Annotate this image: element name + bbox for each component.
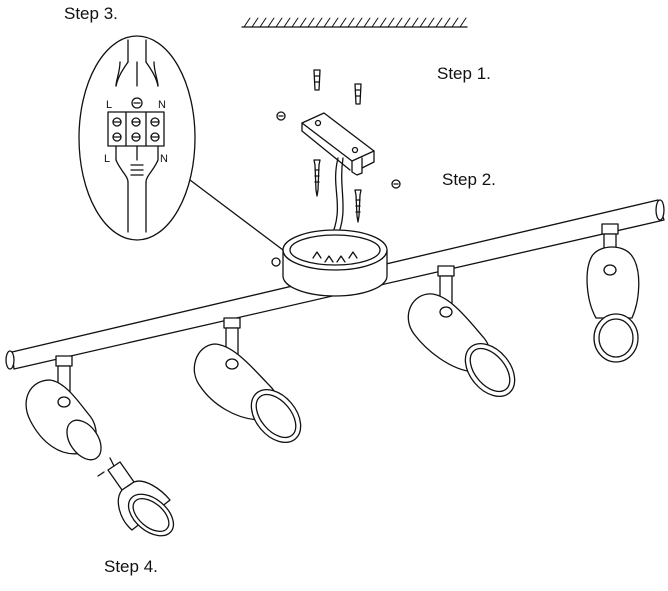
step-2-label: Step 2. <box>442 170 496 189</box>
wood-screw-right <box>354 189 362 223</box>
wiring-detail-bubble: L N L N <box>78 35 196 241</box>
neutral-terminal-bottom-label: N <box>160 153 168 165</box>
bracket-screw-right <box>391 179 401 189</box>
wood-screw-left <box>313 159 321 197</box>
live-terminal-bottom-label: L <box>104 153 110 165</box>
spotlight-3 <box>407 265 516 397</box>
mounting-bracket <box>301 112 375 176</box>
bracket-screw-left <box>276 111 286 121</box>
neutral-terminal-top-label: N <box>158 99 166 111</box>
supply-wires <box>329 157 344 241</box>
wall-plug-left <box>313 69 321 91</box>
step-1-label: Step 1. <box>437 64 491 83</box>
ceiling-canopy <box>271 229 388 297</box>
step-4-label: Step 4. <box>104 557 158 576</box>
gu10-bulb <box>97 457 175 537</box>
ceiling-hatch <box>241 17 468 28</box>
live-terminal-top-label: L <box>106 99 112 111</box>
wall-plug-right <box>354 83 362 105</box>
spotlight-4 <box>586 223 640 363</box>
spotlight-1 <box>25 355 102 461</box>
step-3-label: Step 3. <box>64 4 118 23</box>
callout-leader <box>189 179 284 251</box>
spotlight-2 <box>193 317 302 443</box>
